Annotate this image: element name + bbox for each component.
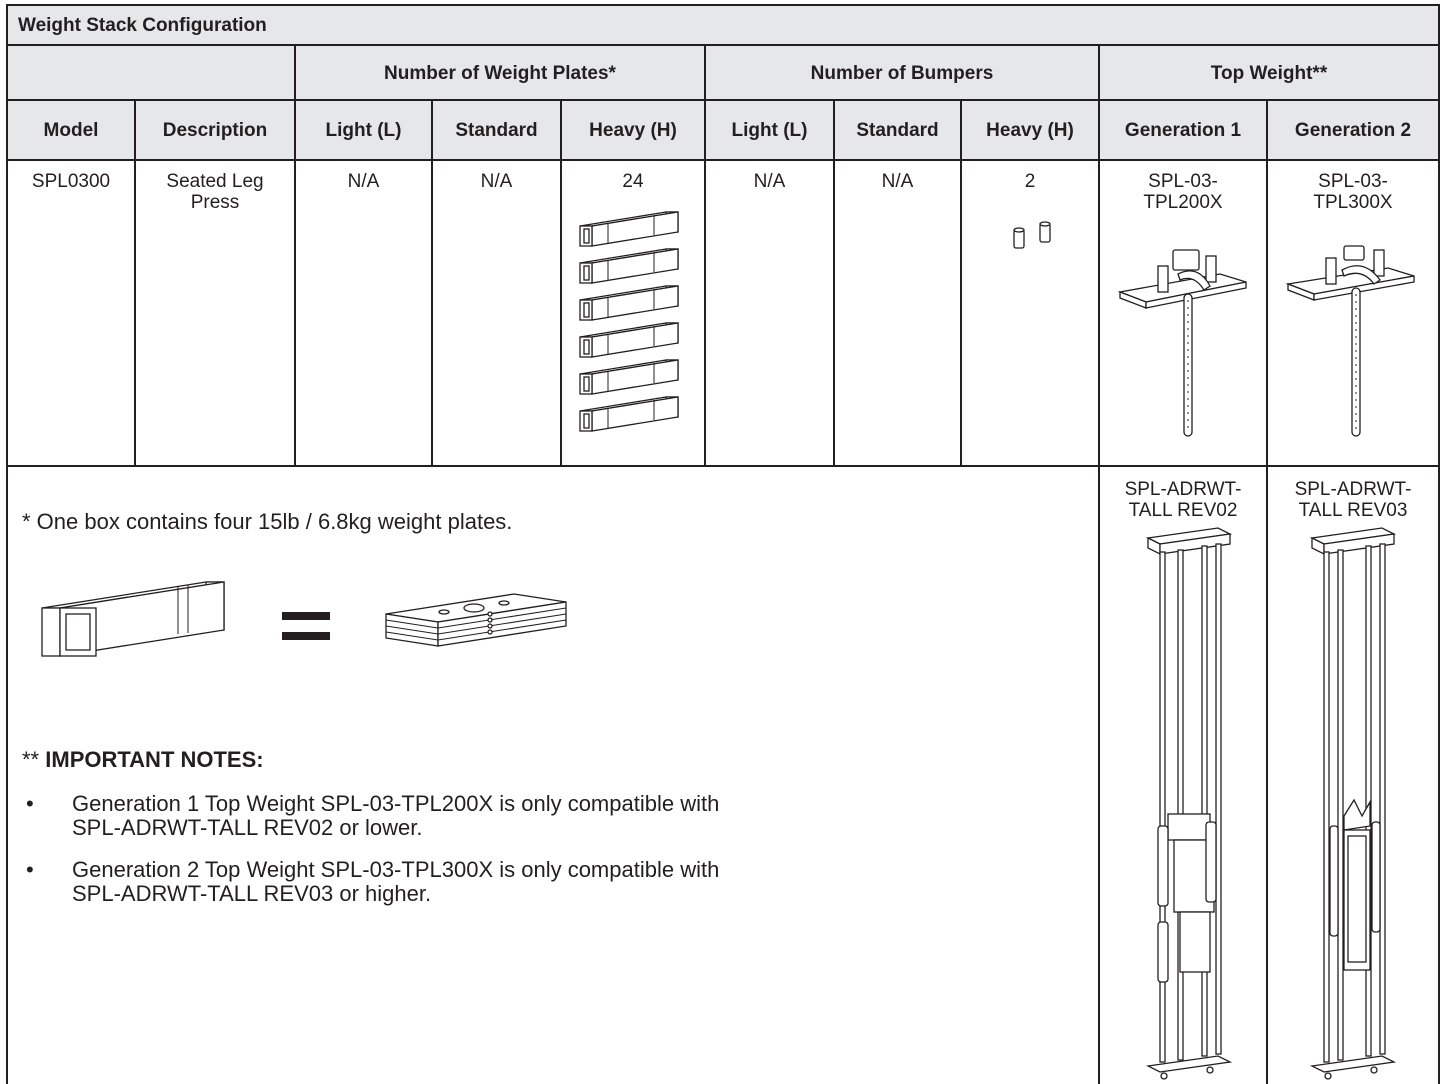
weight-plate-box-icon: [41, 581, 225, 657]
rule: [704, 46, 706, 466]
notes-prefix: **: [22, 747, 46, 772]
rule: [6, 159, 1440, 161]
top-weight-icon: [1285, 245, 1415, 437]
frame-rev03-label: SPL-ADRWT-: [1294, 479, 1412, 500]
group-header-bumpers: Number of Bumpers: [810, 63, 994, 84]
bumpers-light-cell: N/A: [753, 171, 786, 192]
bumper-icon: [1013, 221, 1051, 249]
rule: [1098, 46, 1100, 1084]
rule: [6, 465, 1440, 467]
notes-heading-text: IMPORTANT NOTES:: [45, 747, 264, 772]
note-item: Generation 2 Top Weight SPL-03-TPL300X i…: [22, 858, 1082, 906]
rule: [560, 100, 562, 466]
note-line: SPL-ADRWT-TALL REV03 or higher.: [72, 881, 432, 906]
rule: [294, 46, 296, 466]
weight-plate-box-icon: [579, 211, 679, 432]
note-item: Generation 1 Top Weight SPL-03-TPL200X i…: [22, 792, 1082, 840]
column-header: Model: [43, 120, 99, 141]
column-header: Light (L): [325, 120, 402, 141]
column-header: Light (L): [731, 120, 808, 141]
column-header: Standard: [455, 120, 538, 141]
weight-frame-icon: [1145, 527, 1233, 1080]
gen1-part-line: SPL-03-: [1148, 171, 1218, 192]
group-header-top-weight: Top Weight**: [1210, 63, 1328, 84]
rule: [1266, 100, 1268, 1084]
column-header: Generation 2: [1294, 120, 1412, 141]
group-header-plates: Number of Weight Plates*: [384, 63, 616, 84]
note-line: Generation 2 Top Weight SPL-03-TPL300X i…: [72, 857, 720, 882]
top-weight-icon: [1117, 249, 1247, 437]
table-title: Weight Stack Configuration: [18, 15, 267, 36]
column-header: Standard: [856, 120, 939, 141]
weight-frame-icon: [1309, 527, 1397, 1080]
gen1-part-line: TPL200X: [1143, 192, 1223, 213]
frame-rev02-label: TALL REV02: [1128, 500, 1238, 521]
column-header-row: [6, 100, 1440, 160]
table-border-right: [1438, 4, 1440, 1084]
rule: [833, 100, 835, 466]
notes-heading: ** IMPORTANT NOTES:: [22, 748, 264, 772]
column-header: Heavy (H): [589, 120, 677, 141]
rule: [6, 99, 1440, 101]
notes-list: Generation 1 Top Weight SPL-03-TPL200X i…: [22, 792, 1082, 924]
bumpers-heavy-cell: 2: [1024, 171, 1036, 192]
rule: [960, 100, 962, 466]
description-line: Press: [190, 192, 240, 213]
weight-plate-stack-icon: [385, 593, 567, 647]
plates-standard-cell: N/A: [480, 171, 513, 192]
note-line: SPL-ADRWT-TALL REV02 or lower.: [72, 815, 423, 840]
column-header: Generation 1: [1124, 120, 1242, 141]
gen2-part-line: SPL-03-: [1318, 171, 1388, 192]
column-header: Description: [162, 120, 268, 141]
bumpers-standard-cell: N/A: [881, 171, 914, 192]
description-line: Seated Leg: [166, 171, 264, 192]
column-header: Heavy (H): [986, 120, 1074, 141]
rule: [431, 100, 433, 466]
model-cell: SPL0300: [31, 171, 111, 192]
table-border-left: [6, 4, 8, 1084]
table-title-bar: Weight Stack Configuration: [6, 4, 1440, 46]
group-header-row: [6, 46, 1440, 100]
frame-rev03-label: TALL REV03: [1298, 500, 1408, 521]
plates-heavy-cell: 24: [622, 171, 644, 192]
frame-rev02-label: SPL-ADRWT-: [1124, 479, 1242, 500]
gen2-part-line: TPL300X: [1313, 192, 1393, 213]
equals-icon: [282, 612, 330, 640]
rule: [134, 100, 136, 466]
plates-light-cell: N/A: [347, 171, 380, 192]
note-line: Generation 1 Top Weight SPL-03-TPL200X i…: [72, 791, 720, 816]
footnote: * One box contains four 15lb / 6.8kg wei…: [22, 509, 513, 534]
